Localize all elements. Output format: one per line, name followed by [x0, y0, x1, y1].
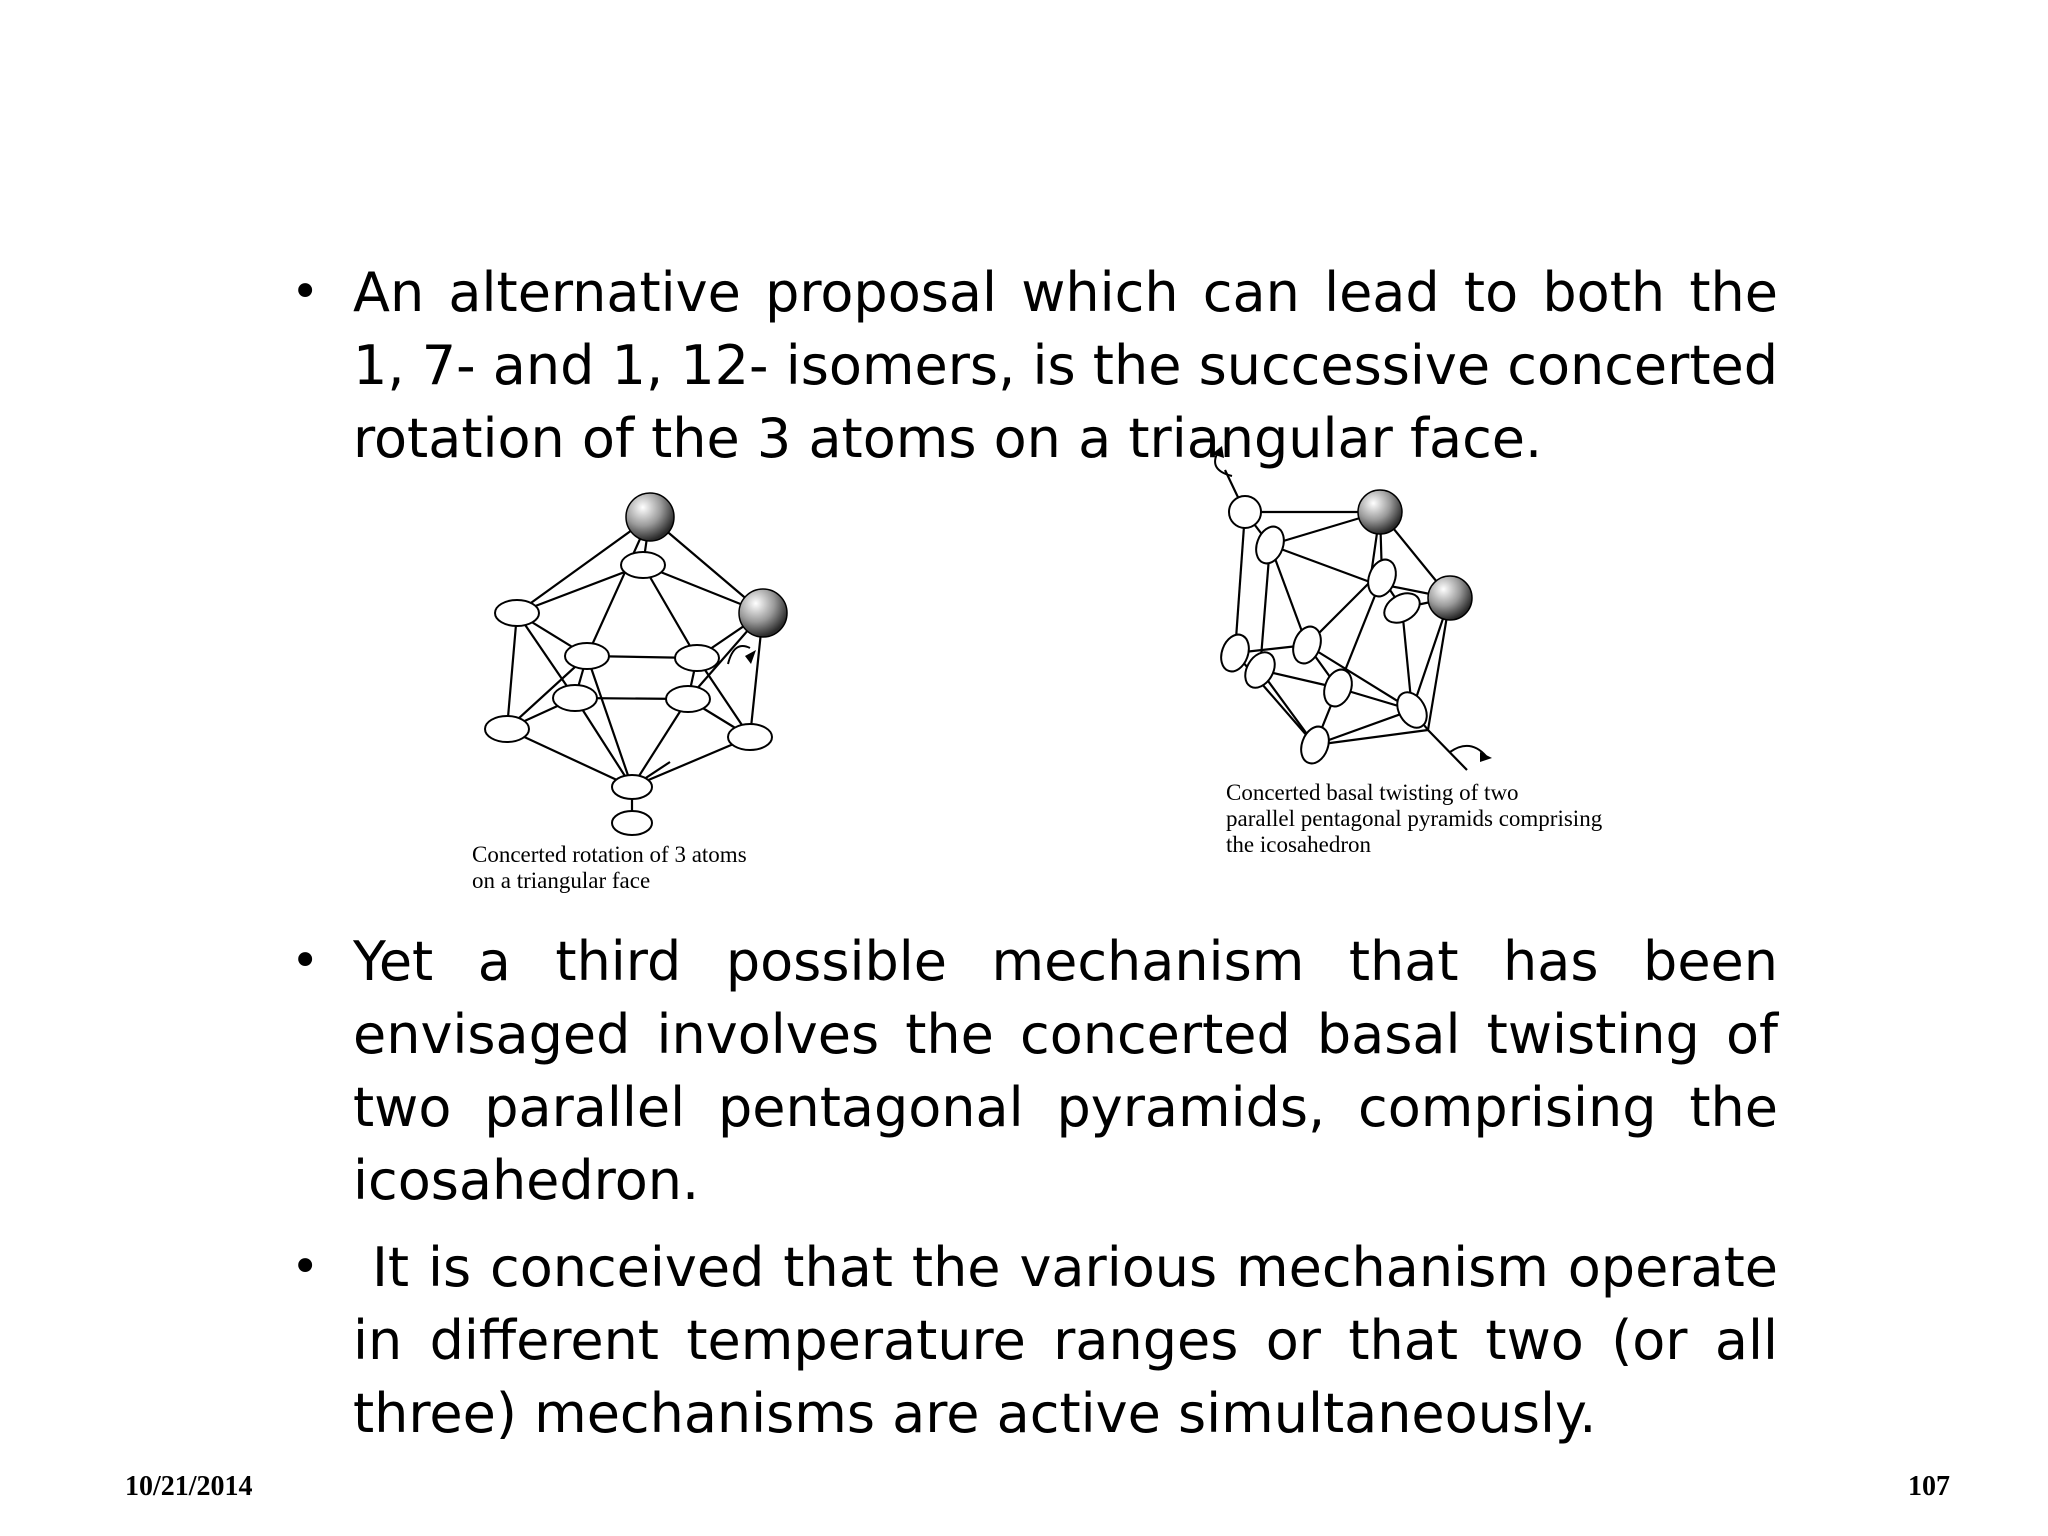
caption-line: parallel pentagonal pyramids comprising: [1226, 806, 1603, 831]
rotation-arrow-icon: [727, 645, 756, 665]
icosahedron-twisting-figure: [1212, 446, 1492, 771]
carbon-atoms: [1357, 489, 1473, 621]
bullet-text: Yet a third possible mechanism that has …: [353, 930, 1778, 1212]
caption-line: Concerted rotation of 3 atoms: [472, 842, 747, 867]
figure-caption-left: Concerted rotation of 3 atoms on a trian…: [472, 842, 747, 894]
bullet-dot: •: [291, 264, 320, 320]
icosahedron-rotation-figure: [484, 492, 788, 836]
bullet-text: An alternative proposal which can lead t…: [353, 261, 1778, 470]
footer-date: 10/21/2014: [125, 1471, 253, 1502]
caption-line: the icosahedron: [1226, 832, 1371, 857]
page-number: 107: [1908, 1471, 1950, 1502]
boron-atoms: [484, 551, 773, 836]
bullet-text: It is conceived that the various mechani…: [353, 1236, 1796, 1445]
twist-arrow-top-icon: [1212, 446, 1233, 477]
bullet-dot: •: [291, 1239, 320, 1295]
bullet-list-bottom: • Yet a third possible mechanism that ha…: [291, 925, 1778, 1450]
bullet-item: • Yet a third possible mechanism that ha…: [291, 925, 1778, 1217]
twist-arrow-bottom-icon: [1449, 745, 1492, 762]
figure-caption-right: Concerted basal twisting of two parallel…: [1226, 780, 1602, 858]
caption-line: on a triangular face: [472, 868, 651, 893]
bullet-list-top: • An alternative proposal which can lead…: [291, 256, 1778, 475]
carbon-atoms: [625, 492, 788, 638]
bullet-item: • It is conceived that the various mecha…: [291, 1231, 1778, 1450]
bullet-dot: •: [291, 933, 320, 989]
caption-line: Concerted basal twisting of two: [1226, 780, 1519, 805]
bullet-item: • An alternative proposal which can lead…: [291, 256, 1778, 475]
boron-atoms: [1220, 495, 1428, 765]
